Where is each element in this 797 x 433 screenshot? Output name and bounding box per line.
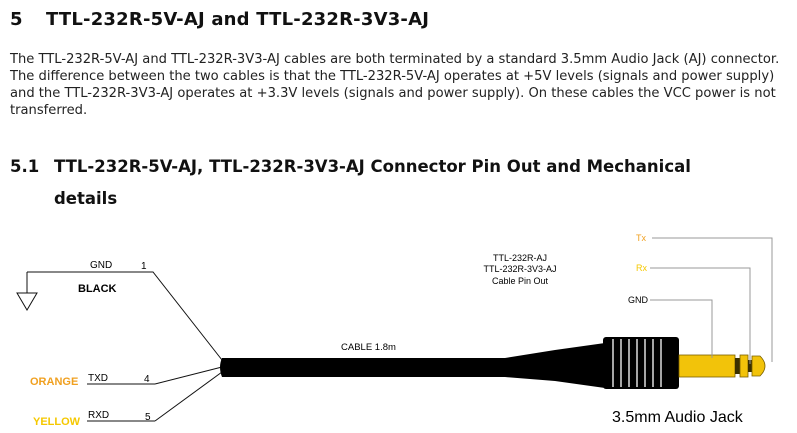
subsection-heading: 5.1 TTL-232R-5V-AJ, TTL-232R-3V3-AJ Conne… bbox=[10, 157, 691, 176]
black-wire-label: BLACK bbox=[78, 283, 117, 295]
rxd-wire-label: RXD bbox=[88, 410, 109, 421]
cable-body bbox=[220, 337, 679, 389]
yellow-wire-label: YELLOW bbox=[33, 416, 81, 428]
subsection-number: 5.1 bbox=[10, 157, 40, 176]
rxd-pin-number: 5 bbox=[145, 412, 151, 423]
subsection-title: TTL-232R-5V-AJ, TTL-232R-3V3-AJ Connecto… bbox=[54, 157, 691, 176]
audio-jack-plug bbox=[678, 354, 766, 378]
jack-pin-gnd-label: GND bbox=[628, 295, 649, 305]
section-paragraph: The TTL-232R-5V-AJ and TTL-232R-3V3-AJ c… bbox=[10, 52, 780, 118]
plug-grip-ridges bbox=[612, 339, 662, 387]
jack-pin-tx-label: Tx bbox=[636, 233, 646, 243]
section-number: 5 bbox=[10, 9, 23, 30]
txd-pin-number: 4 bbox=[144, 374, 150, 385]
audio-jack-label: 3.5mm Audio Jack bbox=[612, 409, 744, 426]
wire-fanout bbox=[138, 271, 223, 422]
diagram-caption-line-3: Cable Pin Out bbox=[492, 276, 549, 286]
gnd-pin-number: 1 bbox=[141, 261, 147, 272]
orange-wire-label: ORANGE bbox=[30, 376, 78, 388]
subsection-title-continued: details bbox=[54, 189, 118, 208]
section-title: TTL-232R-5V-AJ and TTL-232R-3V3-AJ bbox=[46, 9, 430, 30]
ground-symbol bbox=[16, 271, 138, 311]
diagram-caption-line-2: TTL-232R-3V3-AJ bbox=[483, 264, 556, 274]
jack-pin-callouts bbox=[650, 237, 773, 364]
gnd-wire-label: GND bbox=[90, 260, 112, 271]
txd-wire-label: TXD bbox=[88, 373, 108, 384]
section-heading: 5 TTL-232R-5V-AJ and TTL-232R-3V3-AJ bbox=[10, 9, 429, 30]
cable-length-label: CABLE 1.8m bbox=[341, 342, 396, 353]
diagram-caption-line-1: TTL-232R-AJ bbox=[493, 253, 547, 263]
jack-pin-rx-label: Rx bbox=[636, 263, 647, 273]
